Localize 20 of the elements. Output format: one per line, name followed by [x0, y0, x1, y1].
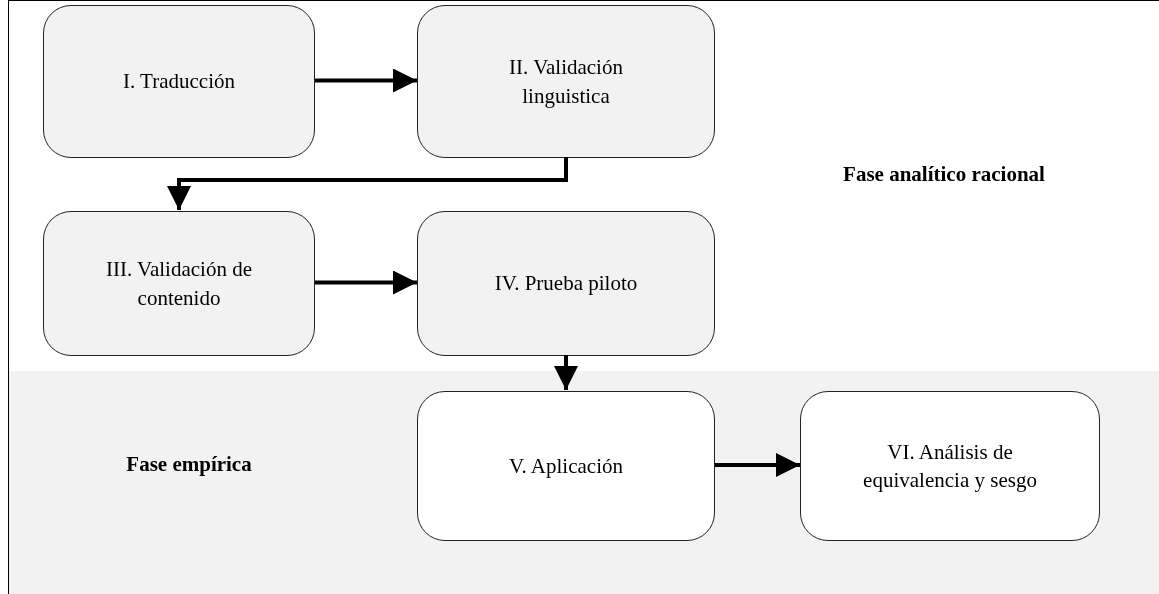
step-label: VI. Análisis de equivalencia y sesgo — [862, 438, 1038, 494]
process-box — [417, 211, 715, 356]
process-box — [417, 5, 715, 158]
arrow — [715, 453, 800, 477]
arrow — [315, 68, 417, 93]
step-label: IV. Prueba piloto — [494, 270, 638, 298]
step-label: III. Validación de contenido — [105, 256, 253, 312]
process-box — [43, 211, 315, 356]
step-label: II. Validación linguistica — [508, 54, 624, 110]
phase-label: Fase analítico racional — [842, 161, 1046, 188]
process-box — [417, 391, 715, 541]
process-box — [800, 391, 1100, 541]
phase-label: Fase empírica — [125, 451, 253, 478]
step-label: V. Aplicación — [509, 452, 623, 480]
arrow — [554, 355, 578, 390]
arrow — [167, 157, 568, 210]
arrow — [315, 270, 417, 295]
step-label: I. Traducción — [123, 68, 235, 96]
phase-band — [9, 371, 1159, 594]
process-box — [43, 5, 315, 158]
